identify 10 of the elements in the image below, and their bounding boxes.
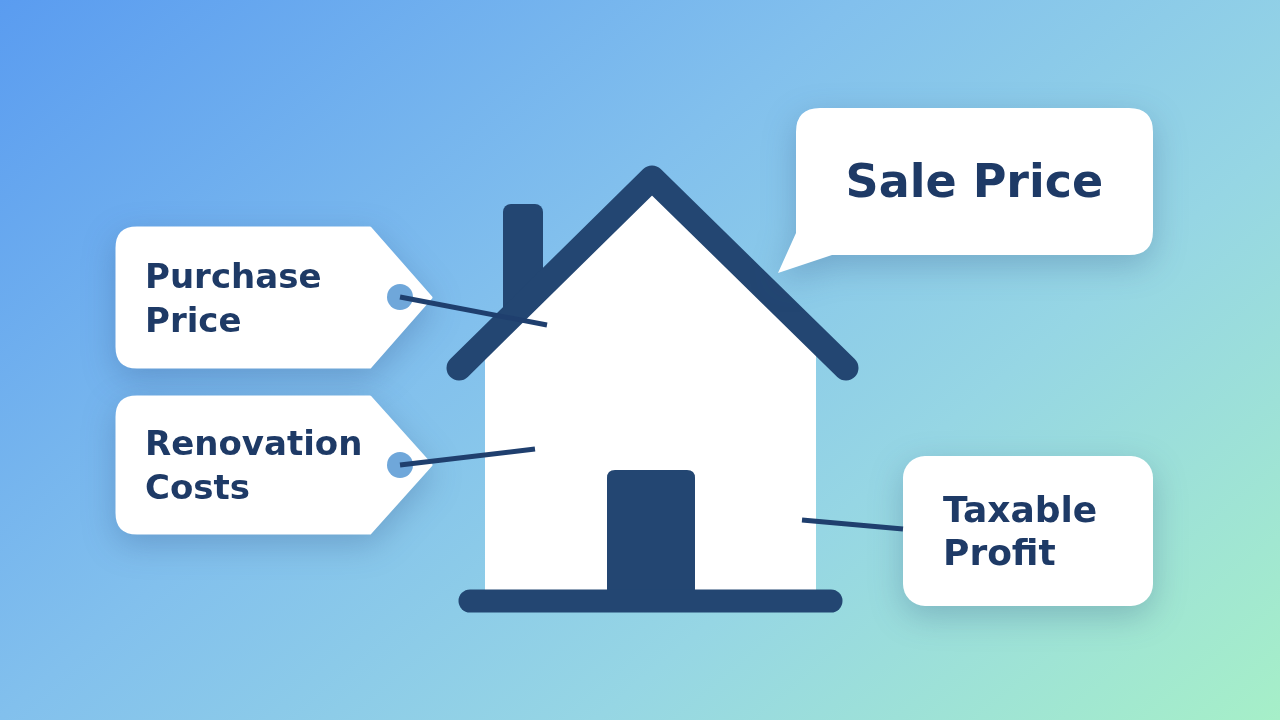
callout-label: Renovation Costs	[145, 421, 364, 509]
callout-label: Sale Price	[845, 154, 1104, 210]
callout-label: Taxable Profit	[943, 487, 1099, 575]
speech-bubble	[776, 106, 1156, 276]
leader-line	[801, 517, 904, 532]
price-tag	[117, 397, 433, 533]
callout-label: Purchase Price	[145, 254, 323, 342]
label-card	[903, 456, 1153, 606]
price-tag	[117, 228, 433, 367]
leader-line	[399, 446, 536, 468]
